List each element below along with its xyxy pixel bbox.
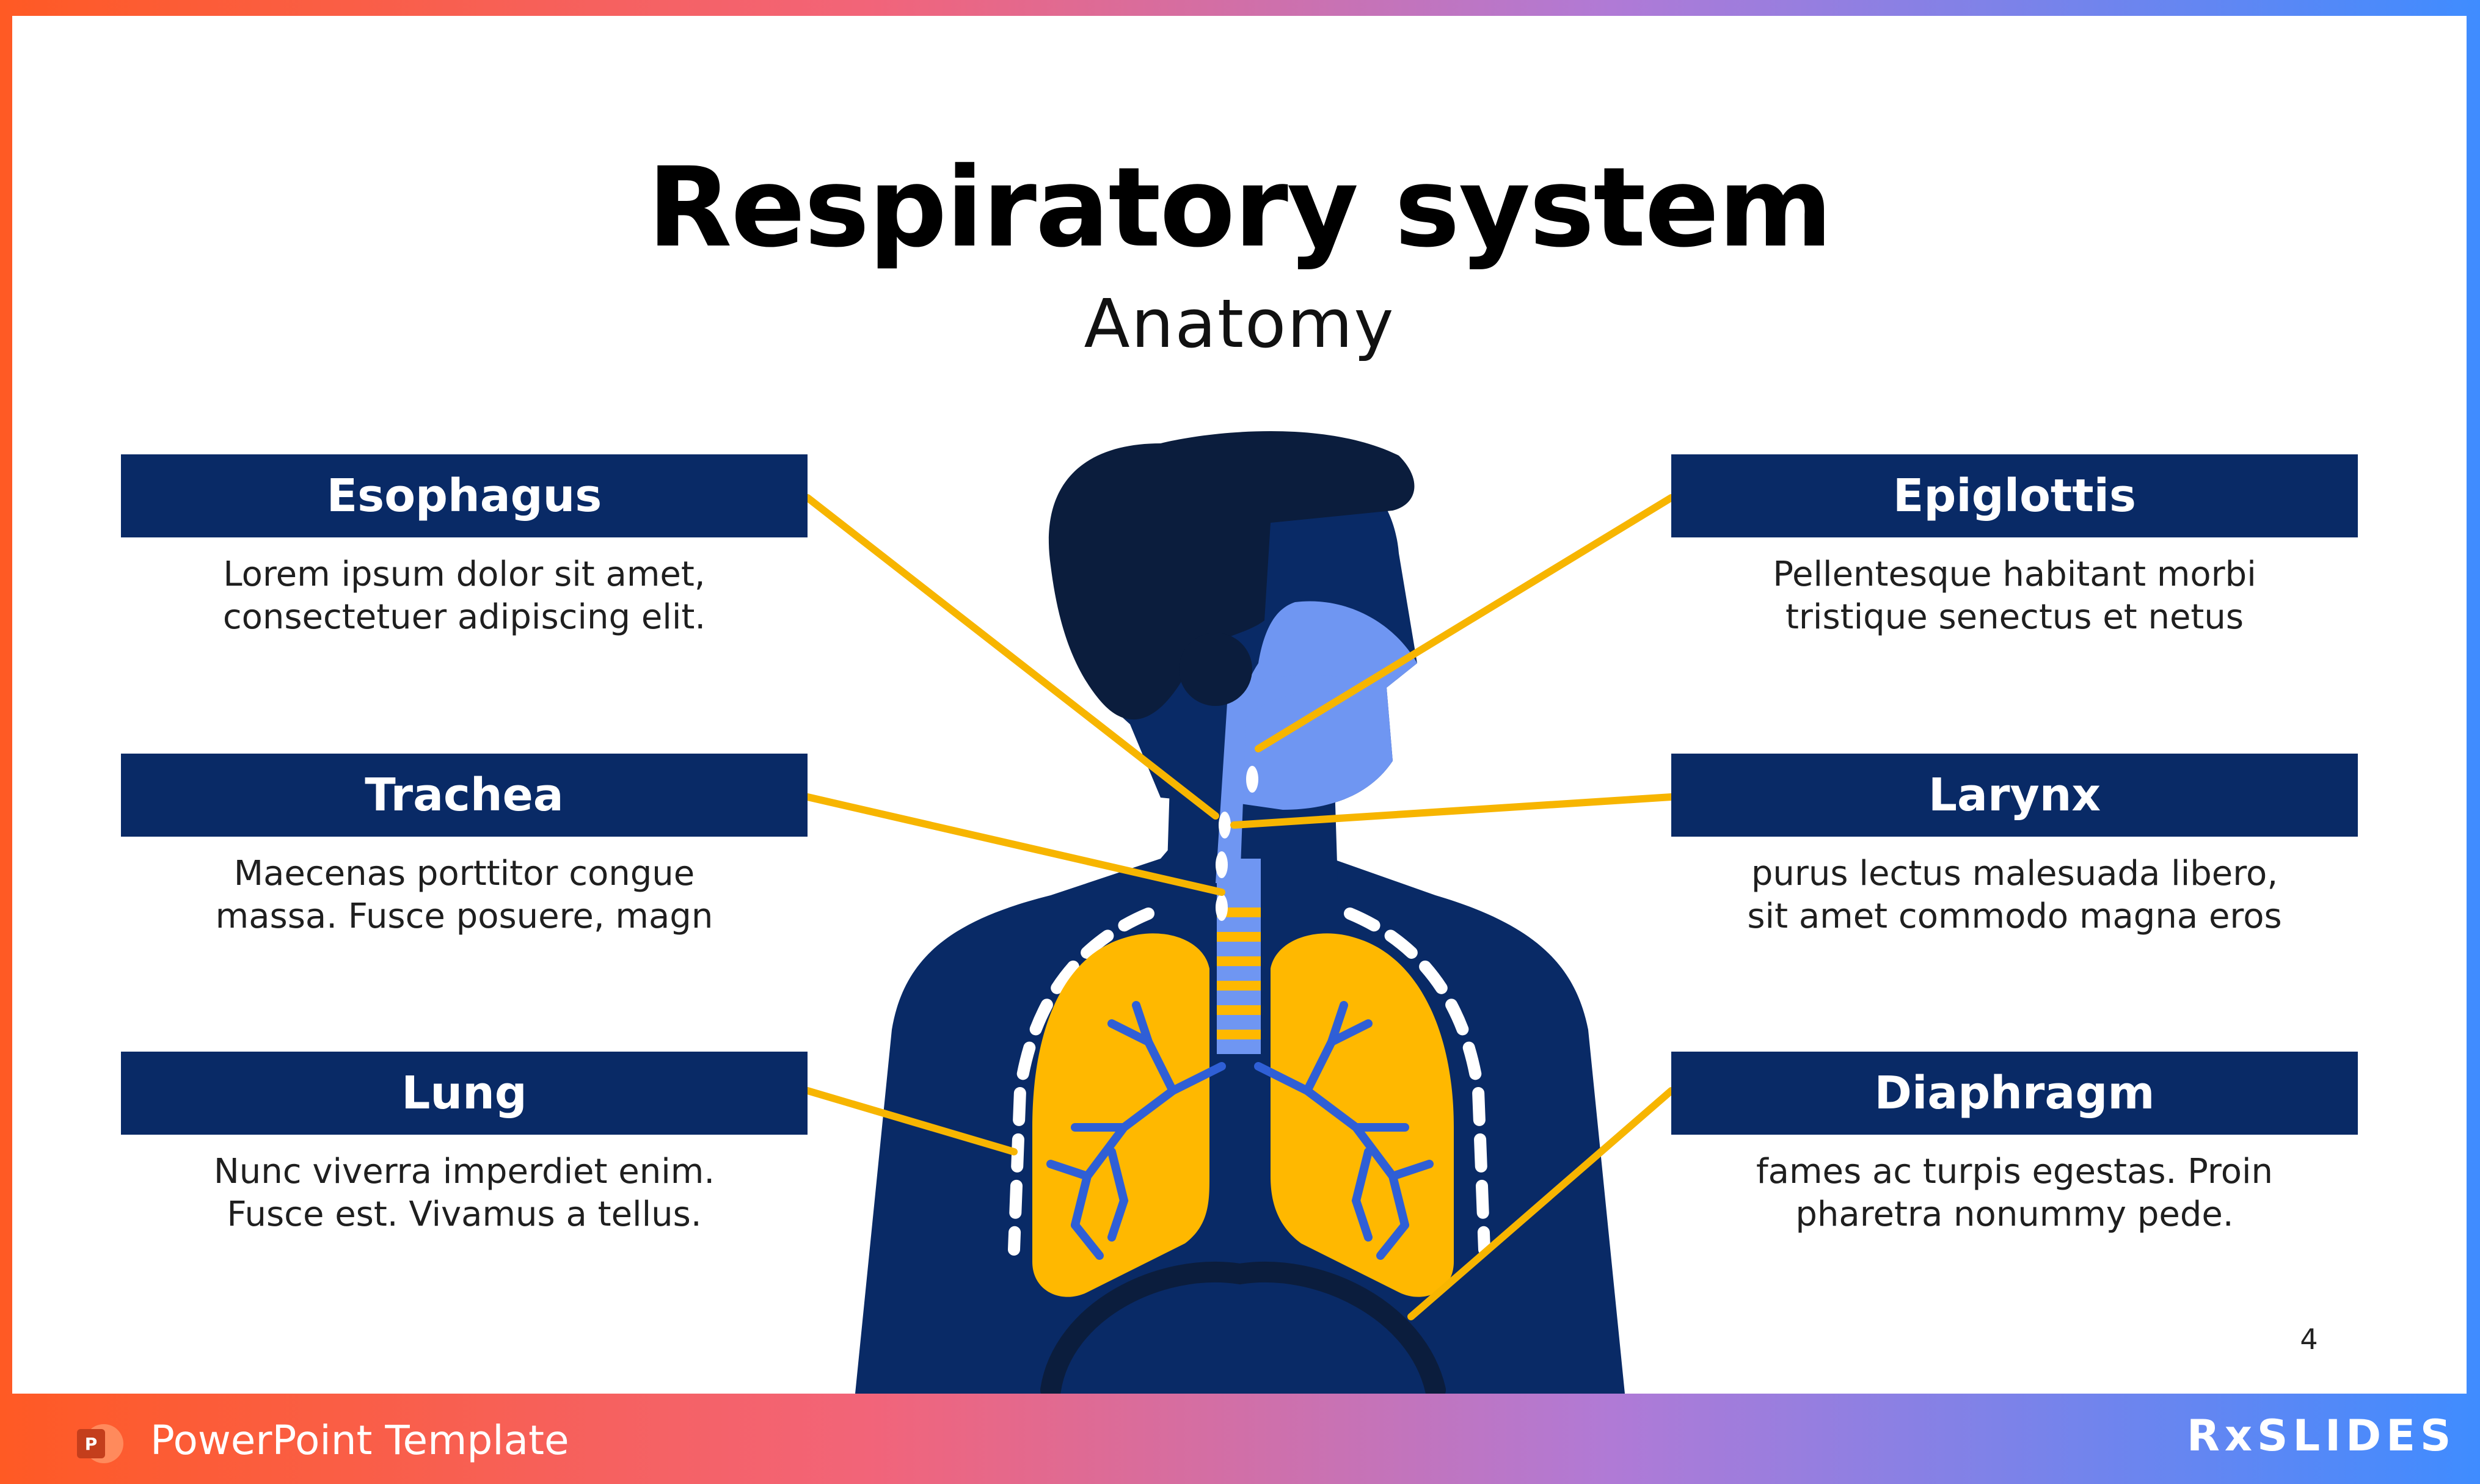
pleura-left bbox=[1008, 907, 1154, 1256]
pleura-right bbox=[1344, 907, 1490, 1256]
label-title: Trachea bbox=[365, 769, 564, 821]
footer-bar: P PowerPoint Template RxSLIDES bbox=[0, 1394, 2480, 1484]
leader-diaphragm bbox=[1407, 1087, 1675, 1320]
bronchi-right bbox=[1254, 1001, 1434, 1260]
label-trachea: Trachea bbox=[121, 754, 808, 837]
slide: Respiratory system Anatomy bbox=[12, 16, 2467, 1394]
brand-logo: RxSLIDES bbox=[2187, 1411, 2456, 1461]
ear bbox=[1179, 633, 1252, 706]
desc-line: massa. Fusce posuere, magn bbox=[215, 897, 713, 936]
leader-lung bbox=[804, 1087, 1018, 1155]
label-title: Esophagus bbox=[326, 470, 602, 522]
desc-epiglottis: Pellentesque habitant morbi tristique se… bbox=[1671, 553, 2358, 639]
desc-line: tristique senectus et netus bbox=[1785, 597, 2244, 637]
desc-line: Nunc viverra imperdiet enim. bbox=[213, 1152, 715, 1191]
slide-subtitle: Anatomy bbox=[1084, 285, 1395, 363]
powerpoint-icon: P bbox=[77, 1424, 123, 1463]
diaphragm bbox=[1040, 1261, 1446, 1394]
page-number: 4 bbox=[2300, 1323, 2318, 1356]
label-larynx: Larynx bbox=[1671, 754, 2358, 837]
desc-line: fames ac turpis egestas. Proin bbox=[1756, 1152, 2274, 1191]
desc-line: consectetuer adipiscing elit. bbox=[222, 597, 706, 637]
hair bbox=[1048, 431, 1415, 720]
trachea-rings bbox=[1217, 907, 1261, 1039]
desc-esophagus: Lorem ipsum dolor sit amet, consectetuer… bbox=[121, 553, 808, 639]
leader-epiglottis bbox=[1255, 494, 1675, 752]
footer-label: PowerPoint Template bbox=[150, 1417, 569, 1464]
label-title: Larynx bbox=[1928, 769, 2101, 821]
desc-line: purus lectus malesuada libero, bbox=[1751, 854, 2278, 893]
desc-line: Fusce est. Vivamus a tellus. bbox=[227, 1195, 702, 1234]
svg-text:P: P bbox=[85, 1434, 98, 1454]
leader-lines bbox=[804, 494, 1675, 1320]
desc-diaphragm: fames ac turpis egestas. Proin pharetra … bbox=[1671, 1151, 2358, 1236]
desc-line: sit amet commodo magna eros bbox=[1747, 897, 2282, 936]
desc-line: Lorem ipsum dolor sit amet, bbox=[223, 555, 706, 594]
desc-line: Pellentesque habitant morbi bbox=[1773, 555, 2256, 594]
larynx-dots bbox=[1216, 766, 1258, 921]
desc-line: pharetra nonummy pede. bbox=[1795, 1195, 2234, 1234]
right-lung bbox=[1271, 933, 1454, 1297]
leader-trachea bbox=[804, 793, 1225, 896]
desc-larynx: purus lectus malesuada libero, sit amet … bbox=[1671, 853, 2358, 938]
label-esophagus: Esophagus bbox=[121, 454, 808, 537]
desc-trachea: Maecenas porttitor congue massa. Fusce p… bbox=[121, 853, 808, 938]
leader-esophagus bbox=[804, 494, 1219, 820]
label-diaphragm: Diaphragm bbox=[1671, 1052, 2358, 1135]
label-title: Lung bbox=[401, 1067, 527, 1119]
label-epiglottis: Epiglottis bbox=[1671, 454, 2358, 537]
label-title: Diaphragm bbox=[1874, 1067, 2155, 1119]
desc-lung: Nunc viverra imperdiet enim. Fusce est. … bbox=[121, 1151, 808, 1236]
bronchi-left bbox=[1046, 1001, 1226, 1260]
respiratory-figure bbox=[804, 431, 1675, 1394]
label-title: Epiglottis bbox=[1892, 470, 2137, 522]
label-lung: Lung bbox=[121, 1052, 808, 1135]
desc-line: Maecenas porttitor congue bbox=[233, 854, 695, 893]
slide-title: Respiratory system bbox=[647, 144, 1833, 272]
leader-larynx bbox=[1230, 793, 1675, 829]
